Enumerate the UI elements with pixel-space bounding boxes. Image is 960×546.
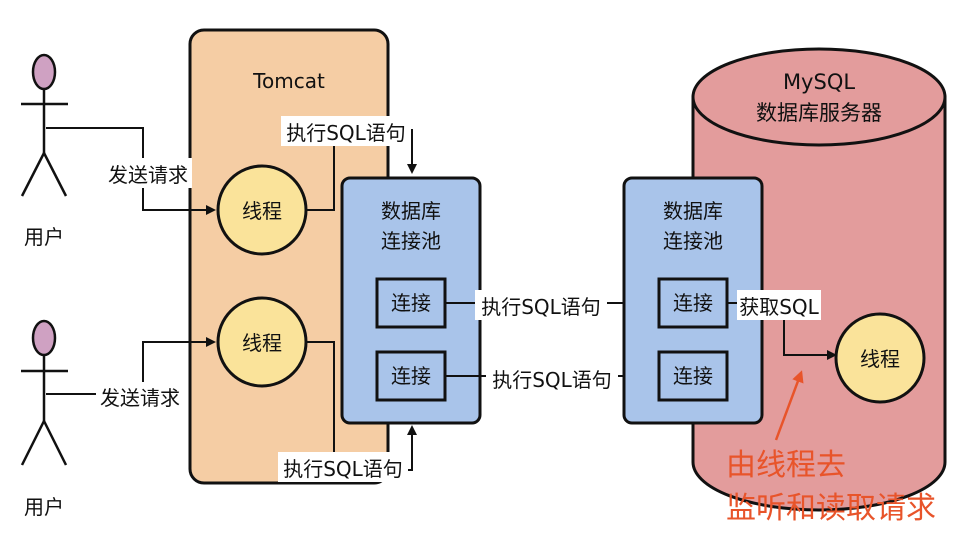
tomcat-thread-label-1: 线程 (242, 199, 282, 223)
thread-sql-label-1: 执行SQL语句 (286, 121, 406, 145)
annotation-line-2: 监听和读取请求 (726, 491, 936, 526)
fetch-sql-label: 获取SQL (739, 295, 819, 319)
mysql-pool-title-2: 连接池 (663, 229, 723, 253)
connection-link-label-1: 执行SQL语句 (481, 295, 601, 319)
mysql-connection-label-2: 连接 (673, 364, 713, 388)
mysql-connection-2 (657, 350, 729, 402)
request-arrow-2 (46, 337, 216, 395)
connection-link-label-bg-2 (486, 363, 618, 393)
thread-sql-label-bg-2 (278, 452, 408, 482)
app-pool-title-1: 数据库 (381, 199, 441, 223)
mysql-thread-label: 线程 (860, 347, 900, 371)
request-label-bg-1 (104, 158, 192, 188)
mysql-thread (834, 312, 926, 404)
user-figure-2 (20, 319, 68, 466)
annotation-line-1: 由线程去 (726, 448, 846, 483)
fetch-sql-label-bg (737, 290, 821, 320)
mysql-title: MySQL (783, 70, 855, 94)
annotation-arrow (774, 370, 804, 441)
connection-link-label-2: 执行SQL语句 (492, 368, 612, 392)
connection-link-label-bg-1 (475, 290, 607, 320)
request-label-1: 发送请求 (108, 163, 188, 187)
thread-sql-label-bg-1 (281, 116, 411, 146)
app-connection-1 (375, 277, 447, 329)
user-figure-1 (20, 53, 68, 197)
app-pool-title-2: 连接池 (381, 229, 441, 253)
tomcat-title: Tomcat (252, 69, 325, 93)
cylinder-top (691, 47, 947, 147)
mysql-connection-1 (657, 277, 729, 329)
app-connection-label-2: 连接 (391, 364, 431, 388)
user-label-2: 用户 (24, 495, 64, 519)
mysql-connection-label-1: 连接 (673, 291, 713, 315)
mysql-pool-title-1: 数据库 (663, 199, 723, 223)
request-label-2: 发送请求 (100, 386, 180, 410)
request-label-bg-2 (96, 382, 184, 412)
mysql-subtitle: 数据库服务器 (756, 101, 882, 125)
thread-sql-label-2: 执行SQL语句 (283, 457, 403, 481)
tomcat-thread-label-2: 线程 (242, 331, 282, 355)
app-connection-2 (375, 350, 447, 402)
app-connection-label-1: 连接 (391, 291, 431, 315)
user-label-1: 用户 (24, 225, 64, 249)
